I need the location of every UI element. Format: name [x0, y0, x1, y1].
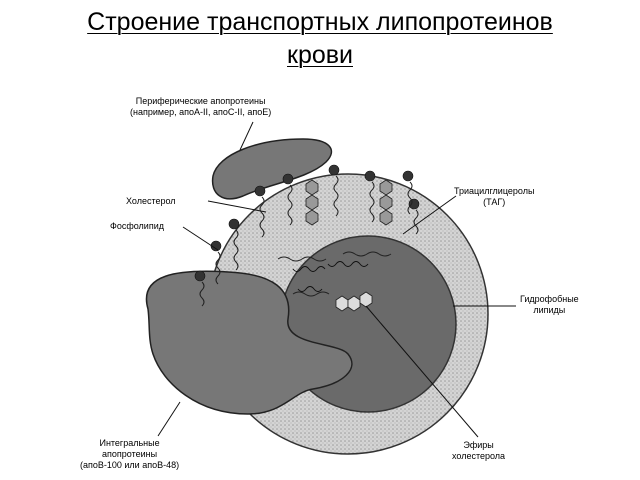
cholesterol-ester-rings [335, 291, 373, 312]
label-integral-apoproteins: Интегральные апопротеины (апоВ-100 или а… [80, 438, 179, 471]
page-title: Строение транспортных липопротеинов кров… [0, 6, 640, 72]
label-peripheral-line-2: (например, апоА-II, апоС-II, апоЕ) [130, 107, 272, 117]
cholesterol-rings [305, 179, 393, 226]
peripheral-apoprotein-shape [211, 138, 333, 200]
phospholipid-tails [199, 175, 419, 307]
core-lipid-chains [292, 261, 369, 292]
label-phospholipid: Фосфолипид [110, 221, 164, 231]
label-peripheral-line-1: Периферические апопротеины [135, 96, 266, 106]
label-integral-line-1: Интегральные [99, 438, 160, 448]
label-peripheral-apoproteins: Периферические апопротеины (например, ап… [130, 96, 271, 118]
lipoprotein-illustration [145, 121, 516, 455]
label-integral-line-3: (апоВ-100 или апоВ-48) [80, 460, 180, 470]
label-esters-line-1: Эфиры [463, 440, 494, 450]
label-cholesterol: Холестерол [126, 196, 176, 206]
label-esters-line-2: холестерола [452, 451, 506, 461]
title-line-2: крови [287, 41, 353, 69]
integral-apoprotein-shape [145, 270, 353, 415]
label-tag-line-2: (ТАГ) [483, 197, 506, 207]
leader-lines [157, 121, 516, 438]
label-cholesterol-esters: Эфиры холестерола [452, 440, 505, 462]
phospholipid-heads [194, 164, 420, 282]
label-hydrophobic-line-1: Гидрофобные [520, 294, 579, 304]
label-tag-line-1: Триацилглицеролы [454, 186, 535, 196]
label-tag: Триацилглицеролы (ТАГ) [454, 186, 534, 208]
label-integral-line-2: апопротеины [102, 449, 158, 459]
label-hydrophobic-lipids: Гидрофобные липиды [520, 294, 579, 316]
lipoprotein-diagram: Периферические апопротеины (например, ап… [68, 84, 608, 476]
label-hydrophobic-line-2: липиды [533, 305, 566, 315]
title-line-1: Строение транспортных липопротеинов [87, 8, 553, 36]
